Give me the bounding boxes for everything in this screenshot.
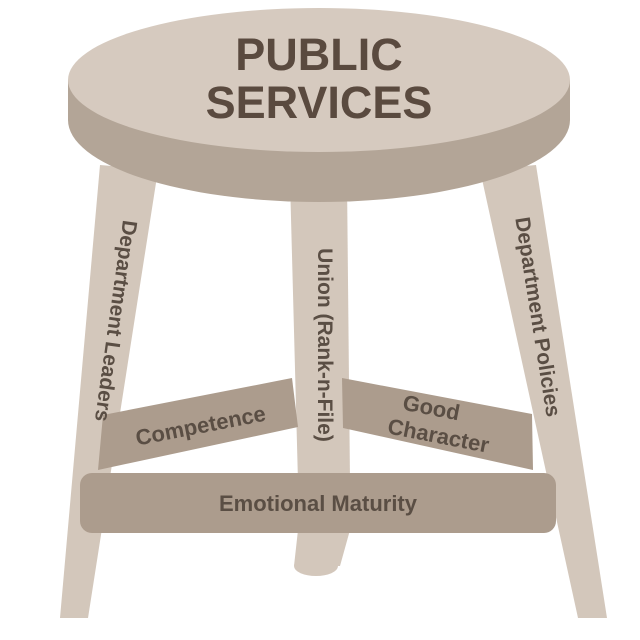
right-rung <box>342 378 533 470</box>
center-leg-label: Union (Rank-n-File) <box>313 248 336 442</box>
seat-top <box>68 8 570 152</box>
center-leg-lower <box>294 530 350 566</box>
emotional-maturity-label: Emotional Maturity <box>219 491 418 516</box>
seat-title-line1: PUBLIC <box>235 29 403 80</box>
left-rung <box>98 378 298 470</box>
right-leg <box>480 165 607 618</box>
seat-title-line2: SERVICES <box>206 77 433 128</box>
center-leg <box>290 180 350 482</box>
bottom-rung <box>80 473 556 533</box>
